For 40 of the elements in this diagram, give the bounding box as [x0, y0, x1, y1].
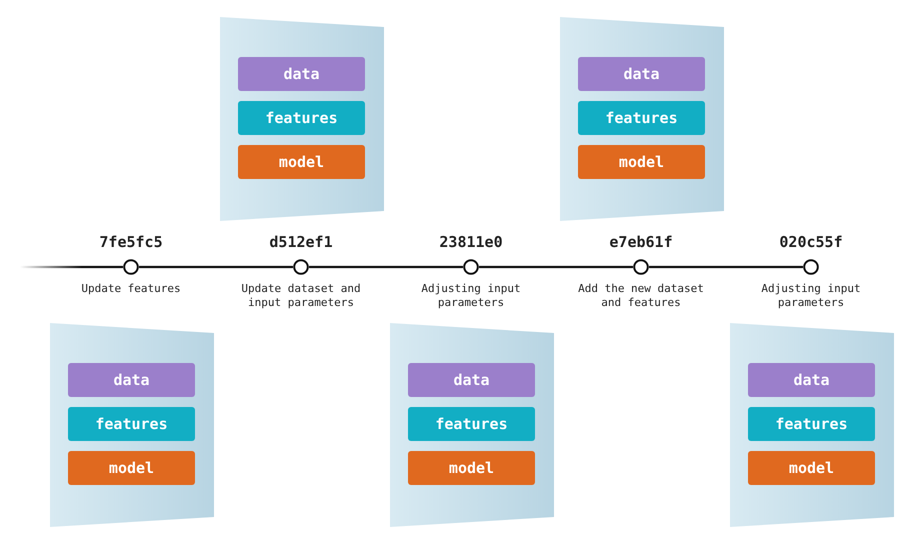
- stage-box: model: [408, 451, 535, 485]
- stage-box: features: [748, 407, 875, 441]
- commit-message: Add the new dataset and features: [577, 282, 705, 310]
- card-panel: [390, 323, 554, 527]
- stage-box: data: [68, 363, 195, 397]
- timeline-segment: [139, 266, 293, 268]
- stage-box: model: [238, 145, 365, 179]
- card-panel: [220, 17, 384, 221]
- commit-hash: 7fe5fc5: [98, 233, 164, 251]
- stage-box: model: [578, 145, 705, 179]
- commit-circle: [293, 259, 309, 275]
- stage-box: model: [68, 451, 195, 485]
- card-panel: [560, 17, 724, 221]
- stage-box: model: [748, 451, 875, 485]
- commit-message: Update features: [80, 282, 182, 296]
- commit-message: Adjusting input parameters: [760, 282, 862, 310]
- timeline-segment: [649, 266, 803, 268]
- card-panel: [730, 323, 894, 527]
- commit-hash: d512ef1: [268, 233, 334, 251]
- commit-hash: 020c55f: [778, 233, 844, 251]
- timeline-segment: [20, 266, 123, 268]
- stage-box: data: [238, 57, 365, 91]
- commit-circle: [633, 259, 649, 275]
- commit-hash: 23811e0: [438, 233, 504, 251]
- card-panel: [50, 323, 214, 527]
- timeline-segment: [479, 266, 633, 268]
- commit-hash: e7eb61f: [608, 233, 674, 251]
- commit-message: Adjusting input parameters: [420, 282, 522, 310]
- stage-box: data: [408, 363, 535, 397]
- commit-message: Update dataset and input parameters: [240, 282, 362, 310]
- stage-box: data: [578, 57, 705, 91]
- stage-box: features: [578, 101, 705, 135]
- commit-circle: [463, 259, 479, 275]
- stage-box: features: [68, 407, 195, 441]
- stage-box: data: [748, 363, 875, 397]
- timeline-segment: [309, 266, 463, 268]
- stage-box: features: [408, 407, 535, 441]
- stage-box: features: [238, 101, 365, 135]
- commit-circle: [803, 259, 819, 275]
- commit-circle: [123, 259, 139, 275]
